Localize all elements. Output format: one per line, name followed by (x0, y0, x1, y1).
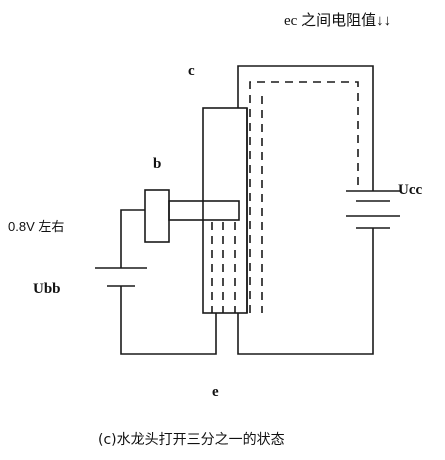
collector-current-path (249, 81, 359, 313)
figure-caption: (c)水龙头打开三分之一的状态 (98, 432, 285, 448)
label-e: e (212, 384, 219, 400)
label-b: b (153, 156, 162, 172)
label-ubb: Ubb (33, 281, 61, 297)
label-voltage: 0.8V 左右 (8, 219, 65, 234)
transistor-body (202, 107, 248, 314)
base-pad (144, 189, 170, 243)
base-return-wire (120, 286, 217, 355)
label-ucc: Ucc (398, 182, 423, 198)
base-left-wire (120, 209, 145, 268)
annotation-top: ec 之间电阻值↓↓ (284, 13, 392, 29)
base-region (168, 200, 240, 221)
label-c: c (188, 63, 195, 79)
collector-return-wire (237, 228, 374, 355)
collector-top-wire (237, 65, 374, 191)
